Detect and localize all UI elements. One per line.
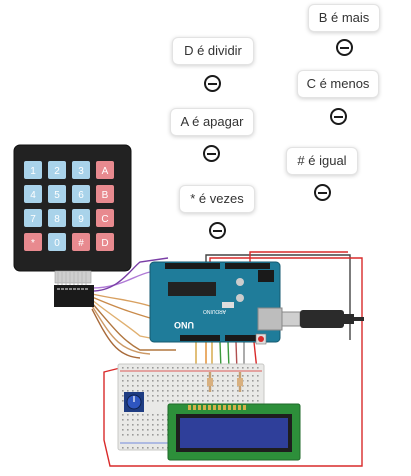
keypad-key-label: D [101, 238, 108, 249]
keypad-4x4[interactable]: 1 2 3 A 4 5 6 B 7 8 9 C * 0 # D [13, 144, 132, 307]
keypad-key[interactable] [48, 161, 66, 179]
keypad-key[interactable] [24, 161, 42, 179]
keypad-key-label: 1 [30, 166, 36, 177]
note-c-collapse-icon[interactable] [330, 108, 347, 125]
note-a-collapse-icon[interactable] [203, 145, 220, 162]
keypad-key-label: B [102, 190, 109, 201]
keypad-key-label: 7 [30, 214, 36, 225]
keypad-key-label: 0 [54, 238, 60, 249]
keypad-key[interactable] [72, 185, 90, 203]
potentiometer[interactable] [124, 392, 144, 412]
keypad-key[interactable] [72, 233, 90, 251]
keypad-keys: 1 2 3 A 4 5 6 B 7 8 9 C * 0 # D [24, 161, 114, 251]
note-d-collapse-icon[interactable] [204, 75, 221, 92]
keypad-key[interactable] [24, 185, 42, 203]
lcd-pins [188, 405, 246, 410]
keypad-key[interactable] [96, 185, 114, 203]
keypad-key-label: 8 [54, 214, 60, 225]
keypad-key[interactable] [48, 209, 66, 227]
keypad-key-label: 5 [54, 190, 60, 201]
keypad-key-label: # [78, 238, 84, 249]
keypad-key[interactable] [72, 161, 90, 179]
note-c-menos[interactable]: C é menos [297, 70, 379, 98]
note-star-collapse-icon[interactable] [209, 222, 226, 239]
resistors [207, 372, 243, 392]
keypad-key-label: 2 [54, 166, 60, 177]
keypad-header-pins [57, 288, 88, 290]
usb-cable [281, 310, 364, 328]
note-hash-igual[interactable]: # é igual [286, 147, 358, 175]
keypad-ribbon [57, 271, 87, 287]
keypad-key[interactable] [48, 185, 66, 203]
keypad-key-label: * [31, 238, 35, 249]
note-b-mais[interactable]: B é mais [308, 4, 380, 32]
keypad-key-label: 6 [78, 190, 84, 201]
keypad-key[interactable] [96, 233, 114, 251]
keypad-key-label: 9 [78, 214, 84, 225]
lcd-16x2[interactable] [167, 403, 301, 461]
arduino-brand-label: ARDUINO [203, 308, 226, 314]
note-a-apagar[interactable]: A é apagar [170, 108, 254, 136]
keypad-key[interactable] [96, 161, 114, 179]
note-b-collapse-icon[interactable] [336, 39, 353, 56]
keypad-key-label: C [101, 214, 108, 225]
keypad-key[interactable] [72, 209, 90, 227]
note-hash-collapse-icon[interactable] [314, 184, 331, 201]
keypad-key-label: 4 [30, 190, 36, 201]
keypad-key[interactable] [24, 209, 42, 227]
keypad-key-label: 3 [78, 166, 84, 177]
keypad-key[interactable] [96, 209, 114, 227]
keypad-key[interactable] [48, 233, 66, 251]
note-d-dividir[interactable]: D é dividir [172, 37, 254, 65]
note-star-vezes[interactable]: * é vezes [179, 185, 255, 213]
arduino-model-label: UNO [174, 320, 194, 330]
keypad-key[interactable] [24, 233, 42, 251]
arduino-uno-board[interactable]: UNO ARDUINO [149, 261, 283, 345]
keypad-key-label: A [102, 166, 109, 177]
